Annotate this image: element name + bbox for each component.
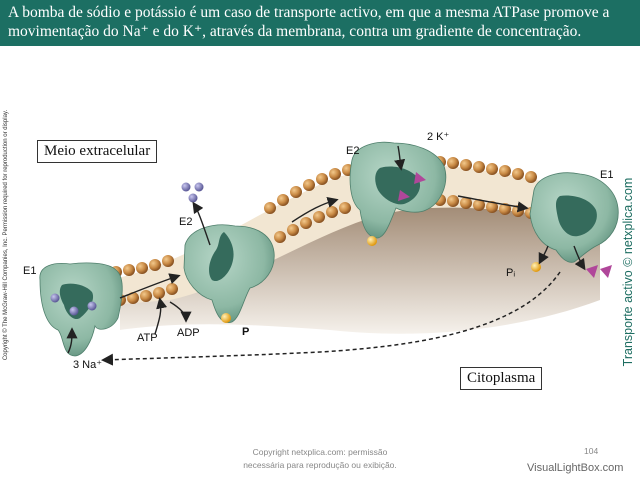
recycle-dashed-arrow — [101, 271, 561, 366]
pump-protein-e1-left — [39, 262, 123, 357]
banner-text: A bomba de sódio e potássio é um caso de… — [8, 4, 610, 40]
phosphate-pi-label: Pᵢ — [506, 267, 515, 279]
cytoplasm-label: Citoplasma — [460, 367, 543, 390]
sodium-ions-bound — [50, 293, 97, 316]
watermark: VisualLightBox.com — [527, 462, 624, 474]
footer-copyright-line1: Copyright netxplica.com: permissão — [252, 447, 388, 457]
pump-protein-e2-potassium — [349, 141, 447, 239]
adp-label: ADP — [177, 327, 200, 339]
phosphate-bound-e2 — [367, 236, 377, 246]
state-label-e1-left: E1 — [23, 265, 36, 277]
footer-copyright-line2: necessária para reprodução ou exibição. — [243, 460, 397, 470]
process-arrows — [66, 145, 586, 354]
state-label-e2-potassium: E2 — [346, 145, 359, 157]
state-label-e2-open: E2 — [179, 216, 192, 228]
potassium-ions-released — [586, 265, 612, 278]
extracellular-label: Meio extracelular — [37, 140, 158, 163]
phosphate-p-label: P — [242, 326, 249, 338]
state-label-e1-right: E1 — [600, 169, 613, 181]
title-banner: A bomba de sódio e potássio é um caso de… — [0, 0, 640, 46]
phosphate-released — [531, 262, 541, 272]
phosphate-bound-p — [221, 313, 231, 323]
pump-protein-e2-open — [183, 224, 275, 324]
page-number: 104 — [584, 446, 599, 456]
membrane-lipid-heads-lower — [114, 194, 537, 306]
pump-protein-e1-right — [529, 172, 619, 263]
potassium-label: 2 K⁺ — [427, 131, 450, 143]
footer-copyright: Copyright netxplica.com: permissão neces… — [210, 446, 430, 472]
potassium-ions-bound — [398, 172, 426, 201]
sodium-ions-released — [181, 182, 204, 203]
sodium-label: 3 Na⁺ — [73, 359, 102, 371]
atp-label: ATP — [137, 332, 158, 344]
